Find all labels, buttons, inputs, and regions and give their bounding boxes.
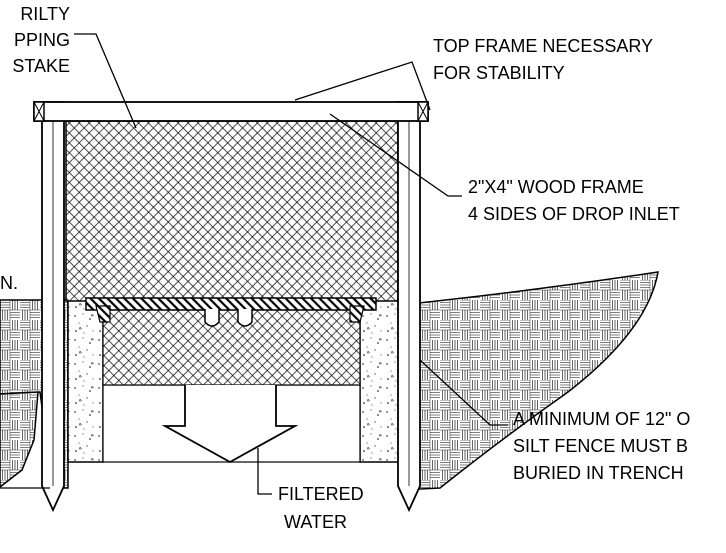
grate-seat-left [95, 305, 111, 323]
label-filtered-1: FILTERED [278, 484, 364, 504]
leader-filtered [257, 448, 272, 495]
leader-silt [419, 359, 508, 426]
inlet-wall-right [359, 299, 401, 463]
label-stake-3: STAKE [12, 56, 70, 76]
label-wood-frame-1: 2"X4" WOOD FRAME [468, 177, 644, 197]
inlet-grate [85, 297, 377, 311]
soil-right [399, 271, 659, 491]
grate-seat-right [349, 305, 365, 323]
label-stake-1: RILTY [20, 4, 70, 24]
label-stake-2: PPING [14, 30, 70, 50]
leader-top-frame [294, 61, 431, 111]
top-frame [33, 101, 429, 122]
leader-stake [74, 33, 137, 129]
filter-fabric-upper [65, 120, 399, 302]
soil-left-lower [0, 391, 39, 488]
label-silt-2: SILT FENCE MUST B [513, 436, 688, 456]
label-silt-3: BURIED IN TRENCH [513, 463, 684, 483]
label-top-frame-2: FOR STABILITY [433, 63, 565, 83]
label-filtered-2: WATER [284, 512, 347, 532]
label-top-frame-1: TOP FRAME NECESSARY [433, 36, 653, 56]
flow-arrow [161, 385, 299, 464]
label-silt-1: A MINIMUM OF 12" O [513, 409, 690, 429]
inlet-wall-left [67, 299, 104, 463]
grate-hook-2 [237, 309, 253, 327]
grate-hook-1 [204, 309, 220, 327]
label-wood-frame-2: 4 SIDES OF DROP INLET [468, 204, 680, 224]
label-left-cut: N. [0, 273, 18, 293]
leader-wood-frame [329, 113, 462, 197]
filter-fabric-inlet [102, 304, 361, 386]
